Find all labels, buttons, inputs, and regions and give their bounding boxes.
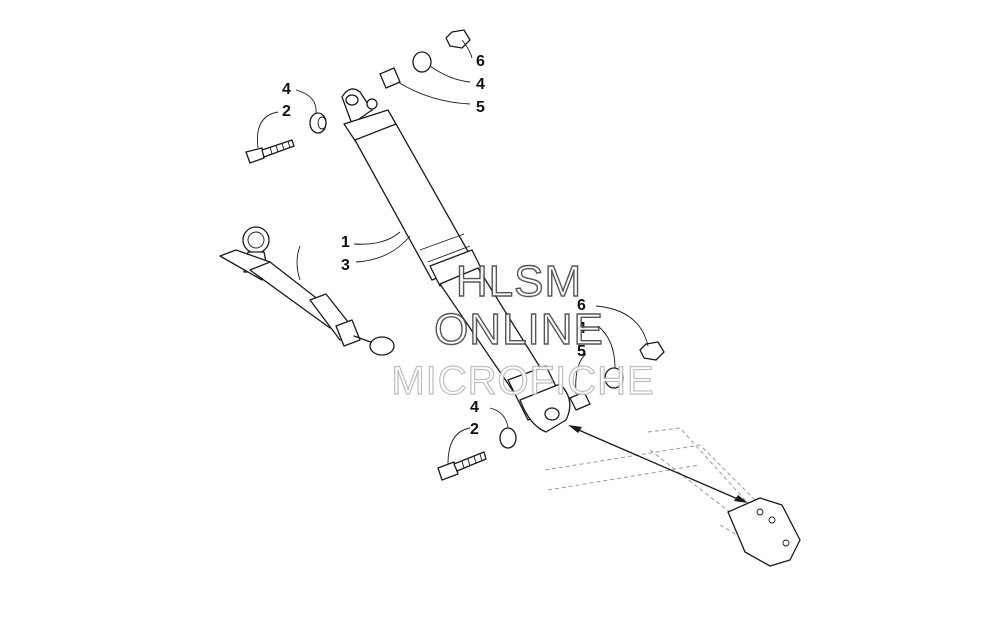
top-washer — [412, 51, 432, 73]
bottom-bolt-shank — [453, 451, 487, 472]
top-hardware — [245, 29, 471, 164]
bottom-bolt-washer — [499, 427, 517, 449]
callout-top-bolt: 2 — [282, 103, 291, 120]
shock-absorber — [341, 88, 571, 433]
callout-bottom-bolt-washer: 4 — [470, 399, 479, 416]
watermark-line-1: HLSM — [456, 257, 582, 306]
callout-bottom-bushing: 5 — [577, 343, 586, 360]
callouts: 4 2 6 4 5 1 3 6 4 5 4 2 — [282, 53, 586, 438]
bottom-bolt-head — [437, 461, 459, 481]
bottom-washer — [604, 367, 624, 389]
watermark-line-3: MICROFICHE — [391, 359, 654, 403]
callout-top-bolt-washer: 4 — [282, 81, 291, 98]
callout-shock: 1 — [341, 234, 350, 251]
bottom-nut — [639, 341, 665, 361]
top-bushing — [379, 67, 401, 89]
measurement-arrow — [568, 425, 748, 503]
pressure-gauge — [242, 226, 270, 254]
bottom-hardware — [437, 341, 665, 481]
callout-top-nut: 6 — [476, 53, 485, 70]
callout-shock-alt: 3 — [341, 257, 350, 274]
callout-bottom-bolt: 2 — [470, 421, 479, 438]
bottom-bushing — [569, 391, 591, 411]
watermark-line-2: ONLINE — [434, 305, 604, 354]
watermark: HLSM ONLINE MICROFICHE — [391, 256, 655, 403]
callout-top-bushing: 5 — [476, 99, 485, 116]
top-nut — [445, 29, 471, 49]
top-bolt-shank — [261, 139, 295, 158]
callout-bottom-washer: 4 — [577, 320, 586, 337]
top-bolt-head — [245, 147, 265, 164]
callout-bottom-nut: 6 — [577, 297, 586, 314]
callout-top-washer: 4 — [476, 76, 485, 93]
leader-lines — [256, 39, 649, 465]
shock-pump — [219, 226, 395, 356]
pump-handle — [369, 336, 395, 356]
a-arm-outline — [544, 427, 801, 567]
a-arm-shock-mount — [727, 497, 801, 567]
